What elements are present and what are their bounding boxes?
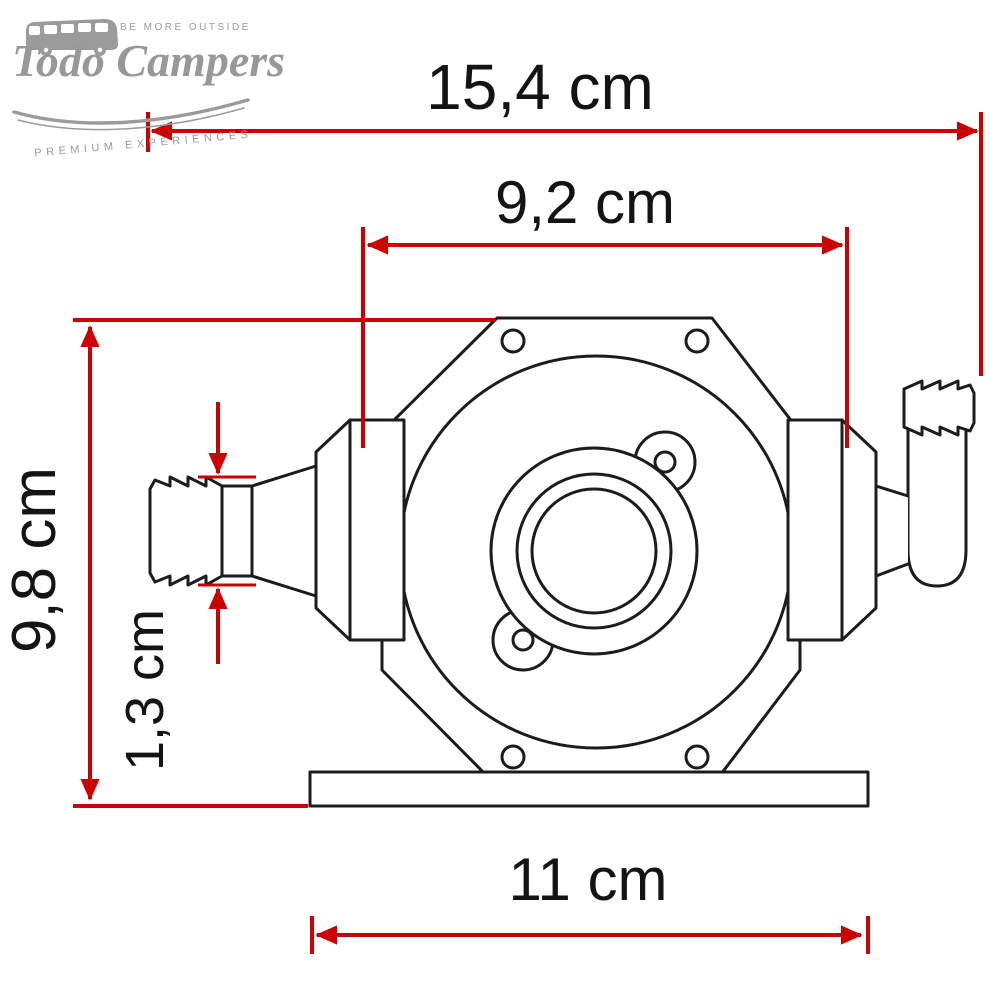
bolt-hole: [684, 744, 710, 770]
center-port-inner: [530, 487, 658, 615]
right-elbow: [906, 428, 968, 588]
bolt-hole: [500, 328, 526, 354]
left-neck: [250, 464, 318, 598]
left-clamp: [314, 418, 406, 642]
bolt-hole: [500, 744, 526, 770]
dimension-label-overall-width: 15,4 cm: [426, 51, 654, 123]
brand-logo: BE MORE OUTSIDE Todo Campers PREMIUM EXP…: [8, 4, 288, 169]
dimension-label-overall-height: 9,8 cm: [0, 466, 69, 654]
base-plate: [308, 770, 870, 808]
right-hose-barb: [902, 379, 976, 437]
dimension-label-barb-diameter: 1,3 cm: [115, 608, 175, 772]
right-clamp: [786, 418, 878, 642]
ear-bolt-hole: [511, 628, 535, 652]
dimension-label-port-spacing: 9,2 cm: [494, 169, 676, 236]
logo-swoosh: [12, 98, 250, 131]
pump-body: [148, 316, 976, 808]
left-collar: [220, 484, 254, 578]
bolt-hole: [684, 328, 710, 354]
dimension-annotations: [73, 112, 983, 954]
ear-bolt-hole: [653, 450, 677, 474]
logo-brand-text: Todo Campers: [12, 35, 286, 86]
left-hose-barb: [148, 475, 224, 587]
dimension-label-base-width: 11 cm: [508, 846, 668, 913]
logo-tagline-top: BE MORE OUTSIDE: [120, 22, 251, 33]
camper-van-icon: [26, 19, 118, 56]
right-neck: [874, 484, 910, 578]
